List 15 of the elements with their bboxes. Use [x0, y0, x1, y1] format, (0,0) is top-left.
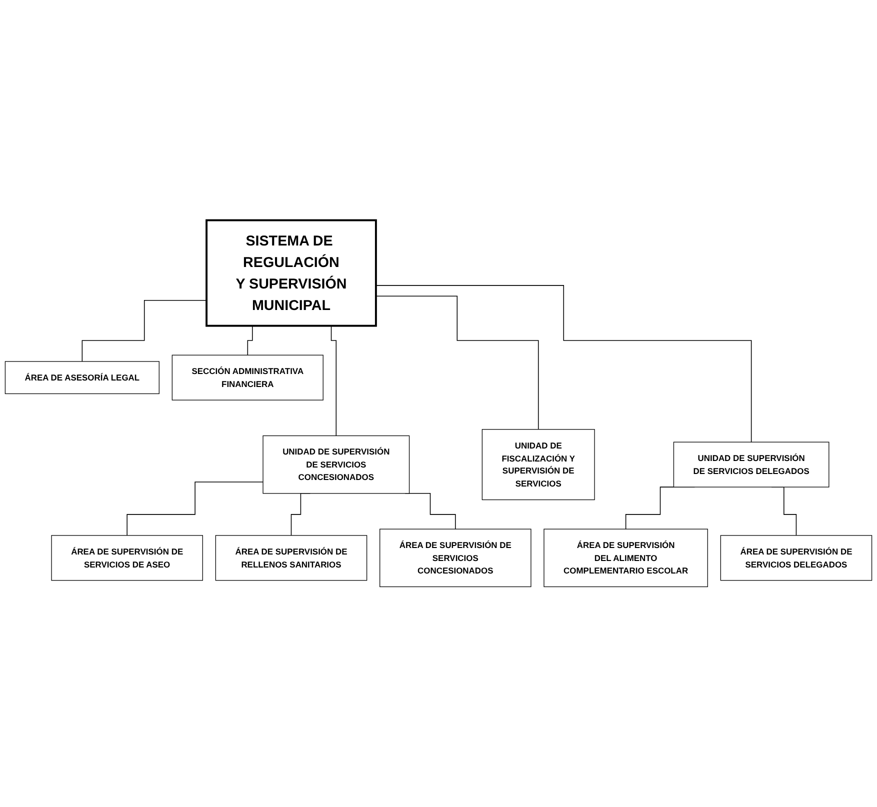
node-box: SISTEMA DE REGULACIÓN Y SUPERVISIÓN MUNICIPAL	[206, 219, 377, 327]
connector	[126, 482, 264, 536]
connector	[376, 296, 539, 430]
connector	[376, 285, 752, 442]
node-box: SECCIÓN ADMINISTRATIVA FINANCIERA	[172, 354, 324, 400]
node-box: UNIDAD DE SUPERVISIÓN DE SERVICIOS CONCESIONADOS	[262, 435, 410, 494]
node-box: ÁREA DE SUPERVISIÓN DE SERVICIOS DE ASEO	[51, 535, 203, 581]
node-box: ÁREA DE SUPERVISIÓN DE RELLENOS SANITARIOS	[215, 535, 368, 581]
node-box: UNIDAD DE FISCALIZACIÓN Y SUPERVISIÓN DE SERVICIOS	[482, 429, 595, 500]
node-box: ÁREA DE SUPERVISIÓN DE SERVICIOS CONCESIONADOS	[380, 528, 532, 588]
node-box: ÁREA DE SUPERVISIÓN DE SERVICIOS DELEGADOS	[720, 535, 872, 581]
node-box: ÁREA DE ASESORÍA LEGAL	[4, 361, 160, 394]
node-box: UNIDAD DE SUPERVISIÓN DE SERVICIOS DELEGADOS	[673, 442, 830, 488]
connector	[82, 300, 207, 362]
node-box: ÁREA DE SUPERVISIÓN DEL ALIMENTO COMPLEMENTARIO ESCOLAR	[544, 528, 708, 588]
